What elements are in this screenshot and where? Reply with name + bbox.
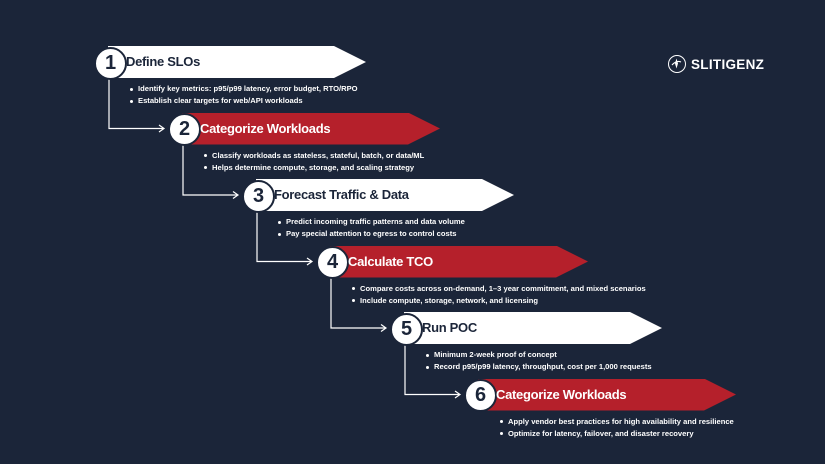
brand-logo: SLITIGENZ — [668, 54, 764, 74]
step-bullet: Classify workloads as stateless, statefu… — [204, 150, 424, 162]
step-bullet-list: Compare costs across on-demand, 1–3 year… — [352, 283, 646, 307]
step-number-badge: 3 — [242, 179, 275, 213]
step-title: Define SLOs — [126, 54, 200, 69]
step-title: Categorize Workloads — [496, 386, 627, 402]
step-bullet-list: Apply vendor best practices for high ava… — [500, 416, 734, 440]
connector-line — [256, 211, 311, 263]
compass-swirl-icon — [668, 55, 686, 73]
step-number-badge: 5 — [390, 312, 423, 346]
connector-arrowhead — [158, 124, 166, 133]
connector-line — [404, 344, 459, 396]
step-title: Calculate TCO — [348, 253, 433, 269]
step-bullet: Predict incoming traffic patterns and da… — [278, 216, 465, 228]
step-bullet-list: Predict incoming traffic patterns and da… — [278, 216, 465, 240]
step-title: Run POC — [422, 320, 477, 335]
step-arrow-banner — [404, 312, 662, 344]
step-bullet: Record p95/p99 latency, throughput, cost… — [426, 361, 652, 373]
step-bullet: Identify key metrics: p95/p99 latency, e… — [130, 83, 358, 95]
step-number-badge: 1 — [94, 46, 127, 80]
connector-arrowhead — [454, 390, 462, 399]
step-number-badge: 6 — [464, 379, 497, 412]
connector-line — [182, 144, 237, 196]
step-bullet: Compare costs across on-demand, 1–3 year… — [352, 283, 646, 295]
step-bullet-list: Identify key metrics: p95/p99 latency, e… — [130, 83, 358, 107]
step-number-badge: 2 — [168, 113, 201, 146]
step-arrow-banner — [330, 246, 588, 278]
step-arrow-banner — [182, 113, 440, 145]
step-bullet: Pay special attention to egress to contr… — [278, 228, 465, 240]
step-title: Forecast Traffic & Data — [274, 187, 409, 202]
brand-name: SLITIGENZ — [691, 56, 765, 72]
step-bullet: Include compute, storage, network, and l… — [352, 295, 646, 307]
step-title: Categorize Workloads — [200, 120, 331, 136]
step-arrow-banner — [108, 46, 366, 78]
connector-arrowhead — [306, 257, 314, 266]
step-bullet: Minimum 2-week proof of concept — [426, 349, 652, 361]
step-bullet: Establish clear targets for web/API work… — [130, 95, 358, 107]
connector-arrowhead — [232, 191, 240, 199]
connector-arrowhead — [380, 324, 388, 332]
connector-line — [108, 78, 163, 130]
step-number-badge: 4 — [316, 246, 349, 279]
step-bullet: Optimize for latency, failover, and disa… — [500, 428, 734, 440]
step-bullet: Helps determine compute, storage, and sc… — [204, 162, 424, 174]
step-bullet: Apply vendor best practices for high ava… — [500, 416, 734, 428]
step-bullet-list: Classify workloads as stateless, statefu… — [204, 150, 424, 174]
step-arrow-banner — [256, 179, 514, 211]
step-arrow-banner — [478, 379, 736, 411]
connector-line — [330, 277, 385, 329]
